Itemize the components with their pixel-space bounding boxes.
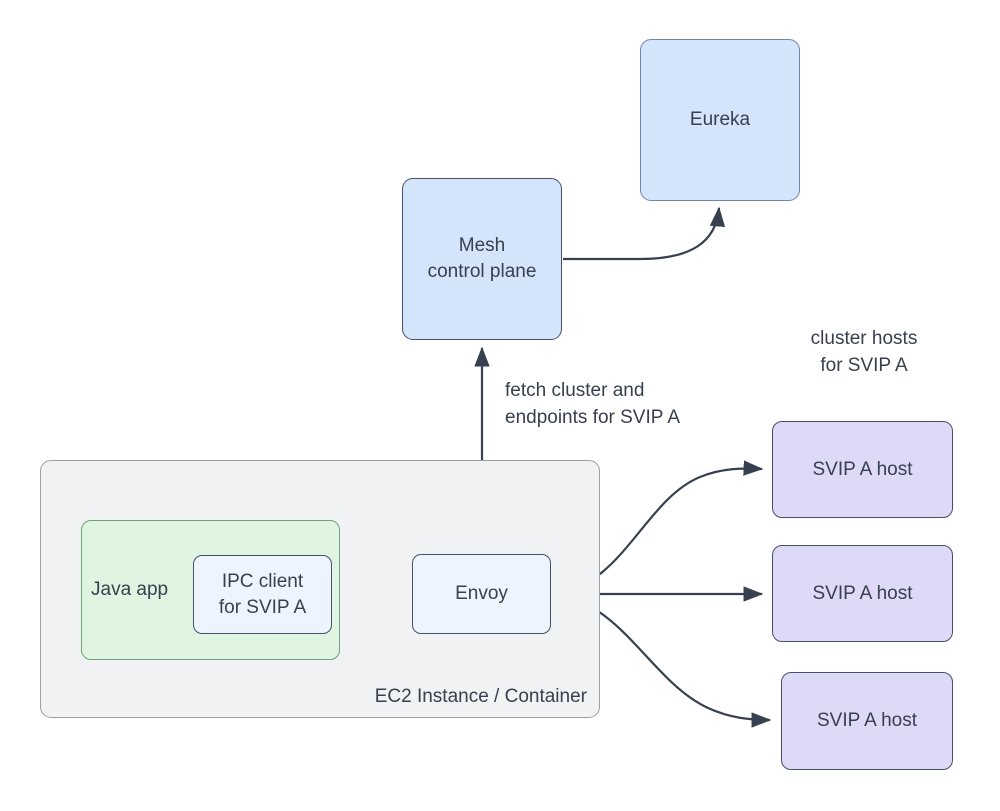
node-svip-a-host-3-label: SVIP A host xyxy=(816,710,917,732)
node-svip-a-host-1-label: SVIP A host xyxy=(812,458,913,480)
node-envoy[interactable]: Envoy xyxy=(412,554,551,634)
node-svip-a-host-1[interactable]: SVIP A host xyxy=(772,421,953,518)
node-mesh-control-plane[interactable]: Mesh control plane xyxy=(402,178,562,340)
node-svip-a-host-3[interactable]: SVIP A host xyxy=(781,672,953,770)
node-eureka[interactable]: Eureka xyxy=(640,39,800,201)
edge-label-fetch-cluster: fetch cluster and endpoints for SVIP A xyxy=(505,380,680,428)
node-ec2-instance-container-label: EC2 Instance / Container xyxy=(374,686,587,708)
node-mesh-control-plane-label: Mesh control plane xyxy=(427,235,537,282)
node-ipc-client-label: IPC client for SVIP A xyxy=(218,570,307,618)
node-envoy-label: Envoy xyxy=(455,583,508,605)
edge-mesh-to-eureka xyxy=(563,206,726,261)
node-svip-a-host-2[interactable]: SVIP A host xyxy=(772,545,953,642)
node-svip-a-host-2-label: SVIP A host xyxy=(812,582,913,604)
node-java-app-label: Java app xyxy=(91,579,169,601)
node-eureka-label: Eureka xyxy=(689,109,751,131)
node-ipc-client[interactable]: IPC client for SVIP A xyxy=(193,555,332,634)
edge-label-cluster-hosts: cluster hosts for SVIP A xyxy=(810,328,918,376)
